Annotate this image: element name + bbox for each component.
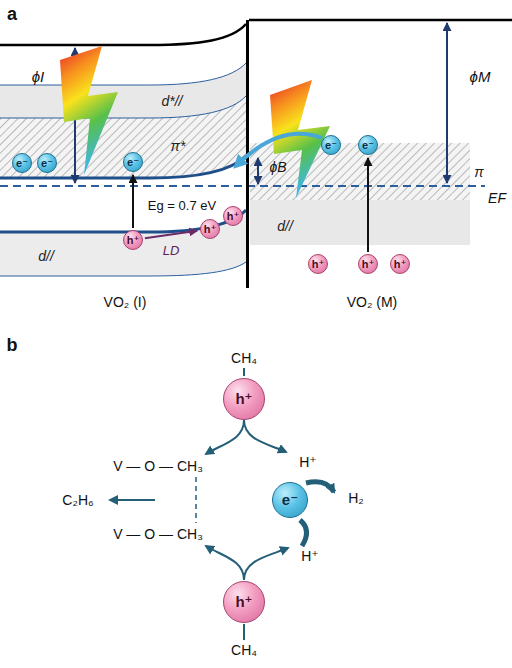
node-text: e⁻	[127, 156, 139, 169]
node-text: d//	[277, 218, 293, 234]
electron-circle: e⁻	[12, 153, 32, 173]
ion-label: H⁺	[301, 548, 319, 564]
energy-label: ϕB	[269, 159, 286, 175]
hole-circle: h⁺	[223, 378, 265, 420]
molecule-label: H₂	[348, 490, 364, 506]
node-text: h⁺	[235, 390, 252, 408]
transition-arrow	[132, 175, 134, 228]
node-text: e⁻	[282, 491, 298, 509]
panel-letter: a	[7, 4, 17, 25]
molecule-label: CH₄	[231, 350, 257, 366]
node-text: h⁺	[227, 210, 240, 223]
node-text: h⁺	[362, 258, 375, 271]
phase-label: VO₂ (I)	[104, 294, 147, 310]
node-text: d*//	[161, 93, 182, 109]
transition-arrow	[145, 231, 197, 238]
hole-circle: h⁺	[123, 230, 143, 250]
node-text: h⁺	[235, 593, 252, 611]
molecule-label: CH₄	[231, 642, 257, 658]
molecule-label: C₂H₆	[62, 492, 93, 508]
node-text: π*	[171, 138, 186, 154]
ion-label: H⁺	[299, 454, 317, 470]
hole-circle: h⁺	[390, 254, 410, 274]
node-text: h⁺	[312, 258, 325, 271]
electron-circle: e⁻	[321, 135, 341, 155]
hole-circle: h⁺	[358, 254, 378, 274]
band-label: d*//	[158, 92, 185, 110]
band-label: π*	[168, 137, 189, 155]
phase-label: VO₂ (M)	[347, 294, 398, 310]
node-text: e⁻	[16, 157, 28, 170]
panel-letter: b	[7, 335, 18, 356]
hole-circle: h⁺	[223, 206, 243, 226]
molecule-label: V — O — CH₃	[113, 458, 203, 474]
energy-label: ϕM	[470, 68, 491, 85]
electron-circle: e⁻	[272, 482, 308, 518]
gap-label: Eg = 0.7 eV	[148, 198, 216, 213]
hole-circle: h⁺	[200, 219, 220, 239]
electron-circle: e⁻	[37, 153, 57, 173]
node-text: h⁺	[394, 258, 407, 271]
node-text: π	[474, 164, 483, 180]
fermi-label: EF	[488, 190, 506, 206]
node-text: e⁻	[325, 139, 337, 152]
band-label: d//	[35, 247, 57, 265]
node-text: e⁻	[41, 157, 53, 170]
electron-circle: e⁻	[358, 135, 378, 155]
node-text: h⁺	[127, 234, 140, 247]
hole-circle: h⁺	[308, 254, 328, 274]
molecule-label: V — O — CH₃	[113, 526, 203, 542]
energy-label: ϕI	[32, 68, 45, 85]
node-text: d//	[38, 248, 54, 264]
electron-circle: e⁻	[123, 152, 143, 172]
band-label: π	[471, 163, 486, 181]
diffusion-length-label: LD	[161, 242, 182, 257]
transition-arrow	[367, 158, 369, 252]
band-label: d//	[274, 217, 296, 235]
hole-circle: h⁺	[223, 581, 265, 623]
node-text: e⁻	[362, 139, 374, 152]
node-text: h⁺	[204, 223, 217, 236]
